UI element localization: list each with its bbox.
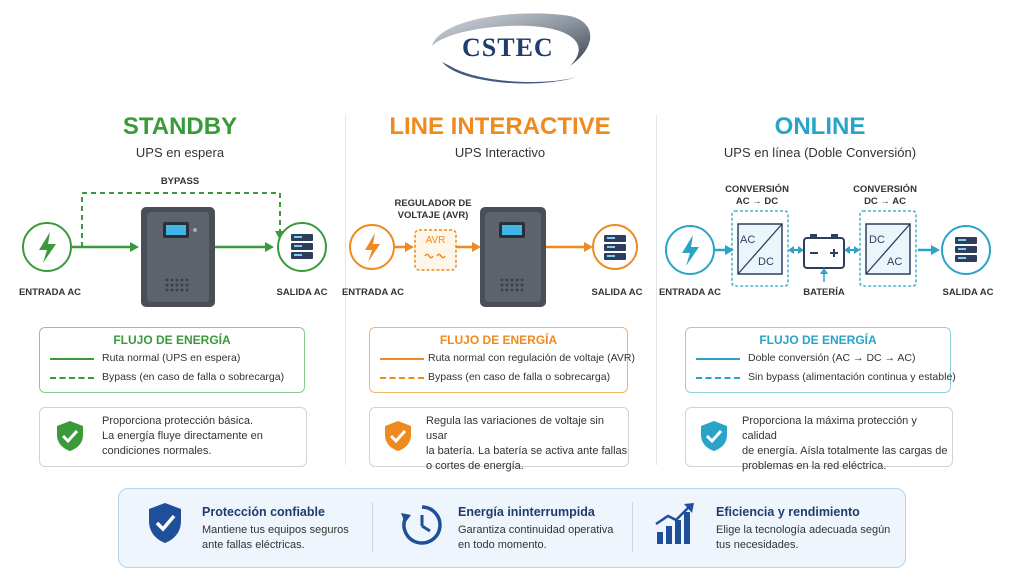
standby-diagram (22, 192, 327, 307)
column-divider (345, 115, 346, 465)
conversion-dc-ac-caption: CONVERSIÓN DC → AC (853, 184, 917, 207)
benefit-title: Eficiencia y rendimiento (716, 505, 860, 519)
benefit-separator (372, 502, 373, 552)
input-label: ENTRADA AC (18, 287, 82, 298)
dashed-legend-line (696, 377, 740, 379)
shield-check-icon (149, 503, 181, 543)
benefit-text: Elige la tecnología adecuada según tus n… (716, 524, 891, 551)
desc-line: condiciones normales. (102, 445, 212, 457)
standby-flow-legend: FLUJO DE ENERGÍA Ruta normal (UPS en esp… (39, 327, 305, 393)
desc-line: Regula las variaciones de voltaje sin us… (426, 415, 604, 442)
conv1-bottom-label: DC (758, 256, 774, 268)
benefit-separator (632, 502, 633, 552)
flow-title: FLUJO DE ENERGÍA (439, 333, 558, 347)
line-interactive-subtitle: UPS Interactivo (454, 145, 546, 160)
desc-line: la batería. La batería se activa ante fa… (426, 445, 628, 457)
flow-title: FLUJO DE ENERGÍA (113, 333, 231, 347)
shield-check-icon (385, 421, 411, 451)
logo-text: CSTEC (462, 33, 554, 62)
online-subtitle: UPS en línea (Doble Conversión) (723, 145, 917, 160)
benefit-text: Garantiza continuidad operativa en todo … (458, 524, 614, 551)
line-interactive-flow-legend: FLUJO DE ENERGÍA Ruta normal con regulac… (369, 327, 635, 393)
benefits-bar (118, 488, 906, 568)
output-label: SALIDA AC (591, 287, 643, 298)
input-label: ENTRADA AC (658, 287, 722, 298)
input-label: ENTRADA AC (341, 287, 405, 298)
column-divider (656, 115, 657, 465)
standby-title: STANDBY (122, 113, 238, 140)
dashed-legend-text: Bypass (en caso de falla o sobrecarga) (428, 371, 611, 383)
benefit-title: Energía ininterrumpida (458, 505, 595, 519)
solid-legend-line (50, 358, 94, 360)
desc-line: o cortes de energía. (426, 460, 524, 472)
online-flow-legend: FLUJO DE ENERGÍA Doble conversión (AC → … (685, 327, 956, 393)
online-diagram (665, 210, 991, 287)
desc-line: problemas en la red eléctrica. (742, 460, 887, 472)
desc-line: de energía. Aísla totalmente las cargas … (742, 445, 948, 457)
avr-box-label: AVR (425, 235, 446, 246)
conv2-bottom-label: AC (887, 256, 903, 268)
benefit-title: Protección confiable (202, 505, 325, 519)
line-interactive-title: LINE INTERACTIVE (389, 113, 611, 140)
desc-line: Proporciona la máxima protección y calid… (742, 415, 917, 442)
growth-chart-icon (655, 503, 694, 544)
conv2-top-label: DC (869, 234, 885, 246)
solid-legend-text: Doble conversión (AC → DC → AC) (748, 352, 916, 364)
battery-label: BATERÍA (803, 287, 845, 298)
online-title: ONLINE (774, 113, 866, 140)
shield-check-icon (701, 421, 727, 451)
cstec-logo (432, 13, 591, 84)
dashed-legend-text: Bypass (en caso de falla o sobrecarga) (102, 371, 285, 383)
solid-legend-text: Ruta normal (UPS en espera) (102, 352, 241, 364)
conversion-ac-dc-caption: CONVERSIÓN AC → DC (725, 184, 789, 207)
shield-check-icon (57, 421, 83, 451)
solid-legend-line (696, 358, 740, 360)
line-interactive-diagram (349, 207, 638, 307)
dashed-legend-line (380, 377, 424, 379)
desc-line: La energía fluye directamente en (102, 430, 263, 442)
dashed-legend-line (50, 377, 94, 379)
solid-legend-line (380, 358, 424, 360)
bypass-label: BYPASS (160, 176, 200, 187)
standby-subtitle: UPS en espera (135, 145, 225, 160)
clock-refresh-icon (401, 505, 442, 545)
avr-caption: REGULADOR DE VOLTAJE (AVR) (394, 198, 472, 221)
line-interactive-description: Regula las variaciones de voltaje sin us… (369, 407, 629, 472)
online-description: Proporciona la máxima protección y calid… (685, 407, 953, 472)
output-label: SALIDA AC (276, 287, 328, 298)
solid-legend-text: Ruta normal con regulación de voltaje (A… (428, 352, 635, 364)
desc-line: Proporciona protección básica. (102, 415, 254, 427)
conv1-top-label: AC (740, 234, 756, 246)
standby-description: Proporciona protección básica. La energí… (39, 407, 307, 467)
output-label: SALIDA AC (942, 287, 994, 298)
flow-title: FLUJO DE ENERGÍA (759, 333, 877, 347)
benefit-text: Mantiene tus equipos seguros ante fallas… (202, 524, 349, 551)
dashed-legend-text: Sin bypass (alimentación continua y esta… (748, 371, 956, 383)
